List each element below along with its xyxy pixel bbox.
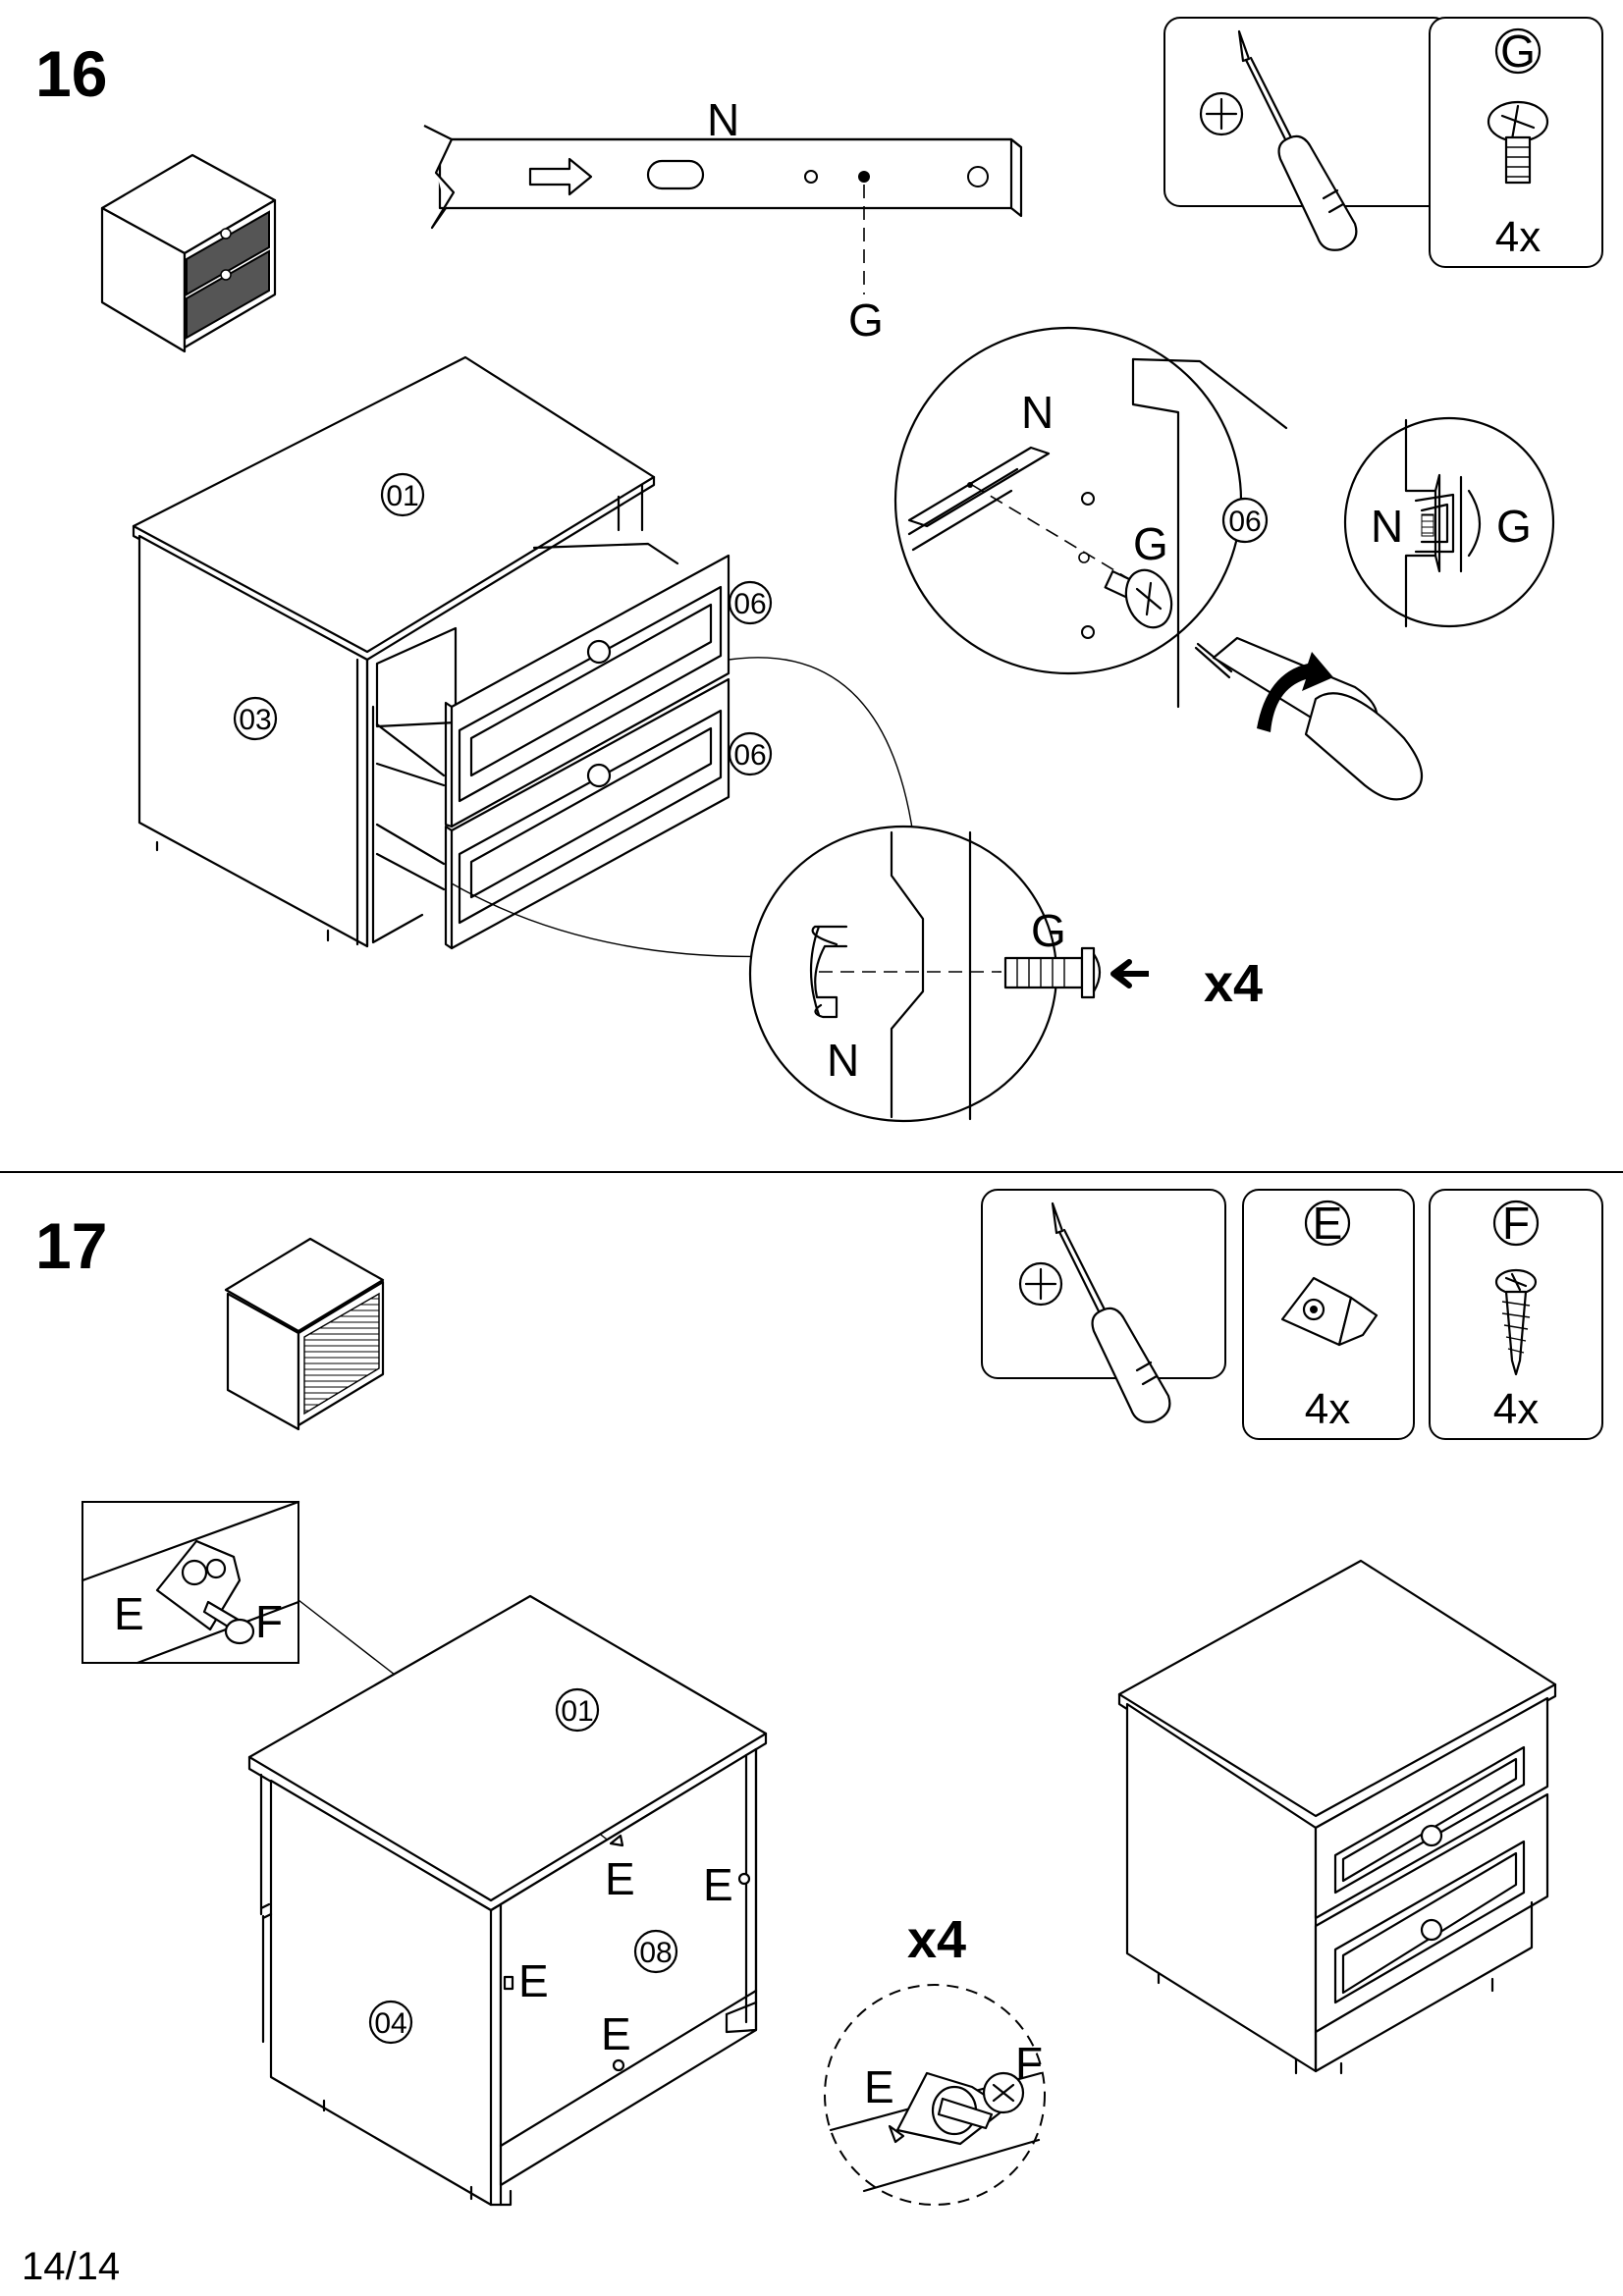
svg-text:01: 01 <box>386 480 418 512</box>
inset-label-f: F <box>255 1596 283 1647</box>
part-label-03: 03 <box>233 696 278 741</box>
detail-section-rail-screw: N G <box>1343 416 1555 628</box>
svg-text:08: 08 <box>639 1937 672 1969</box>
step-16: 16 N G <box>35 17 1603 1123</box>
phillips-screwdriver-icon <box>1199 91 1244 136</box>
finished-cabinet <box>1117 1559 1557 2075</box>
insert-label-n: N <box>827 1035 859 1086</box>
hardware-code-g: G <box>1500 26 1536 77</box>
hardware-qty-f: 4x <box>1493 1385 1539 1433</box>
section-label-n: N <box>1371 501 1403 552</box>
insert-multiplier: x4 <box>1204 954 1263 1013</box>
rail-hole-label-g: G <box>848 294 884 346</box>
hardware-qty-e: 4x <box>1305 1385 1350 1433</box>
part-label-06-upper: 06 <box>728 580 773 625</box>
machine-screw-icon <box>1487 100 1549 185</box>
bracket-label-e-4: E <box>601 2008 631 2059</box>
detail-label-f: F <box>1015 2038 1043 2089</box>
zoom-label-g: G <box>1133 518 1168 569</box>
detail-zoom-rail-screw: 06 N G <box>893 326 1424 801</box>
svg-text:06: 06 <box>733 739 766 772</box>
detail-bracket-screw: x4 E F <box>824 1910 1046 2206</box>
hardware-box-e: E 4x <box>1242 1189 1415 1440</box>
section-label-g: G <box>1496 501 1532 552</box>
part-label-01-17: 01 <box>555 1687 600 1733</box>
svg-text:03: 03 <box>239 704 271 736</box>
rotation-arrow-icon <box>1257 652 1333 732</box>
tool-box-screwdriver <box>1163 17 1450 251</box>
step-16-cabinet: 01 03 06 06 <box>132 355 914 958</box>
hardware-box-f: F 4x <box>1429 1189 1603 1440</box>
step-17-number: 17 <box>35 1209 107 1282</box>
part-label-06-zoom: 06 <box>1221 497 1269 544</box>
step-17: 17 E 4x <box>35 1189 1603 2207</box>
part-label-08: 08 <box>633 1929 678 1974</box>
hardware-box-g: G 4x <box>1429 17 1603 268</box>
insert-label-g: G <box>1031 905 1066 956</box>
corner-bracket-icon <box>1280 1276 1379 1347</box>
page-number: 14/14 <box>22 2245 120 2288</box>
rail-label-n: N <box>707 94 739 145</box>
svg-text:04: 04 <box>374 2007 406 2040</box>
bracket-label-e-1: E <box>605 1853 635 1904</box>
drawer-rail-n: N G <box>423 94 1023 346</box>
detail-multiplier: x4 <box>907 1910 966 1969</box>
bracket-label-e-3: E <box>518 1955 549 2006</box>
svg-text:01: 01 <box>561 1695 593 1728</box>
svg-text:06: 06 <box>1228 506 1261 538</box>
phillips-screwdriver-icon-17 <box>1018 1261 1063 1307</box>
screwdriver-in-use-icon <box>1194 636 1424 801</box>
part-label-06-lower: 06 <box>728 731 773 776</box>
detail-insert-screw: G N x4 <box>748 825 1263 1123</box>
bracket-label-e-2: E <box>703 1859 733 1910</box>
step-16-number: 16 <box>35 37 107 110</box>
detail-label-e: E <box>864 2061 894 2112</box>
hardware-code-f: F <box>1502 1198 1530 1249</box>
hardware-qty-g: 4x <box>1495 213 1541 261</box>
zoom-label-n: N <box>1021 387 1054 438</box>
svg-text:06: 06 <box>733 588 766 620</box>
inset-bracket-screw: E F <box>81 1500 616 1846</box>
step-17-cabinet-back: 01 04 08 E E E E <box>247 1594 768 2207</box>
inset-label-e: E <box>114 1588 144 1639</box>
tool-box-screwdriver-17 <box>981 1189 1226 1423</box>
part-label-04: 04 <box>368 2000 413 2045</box>
step-17-preview-cabinet <box>224 1237 385 1431</box>
hardware-code-e: E <box>1313 1198 1343 1249</box>
step-16-preview-cabinet <box>100 153 277 353</box>
part-label-01: 01 <box>380 472 425 517</box>
wood-screw-icon <box>1494 1268 1538 1376</box>
